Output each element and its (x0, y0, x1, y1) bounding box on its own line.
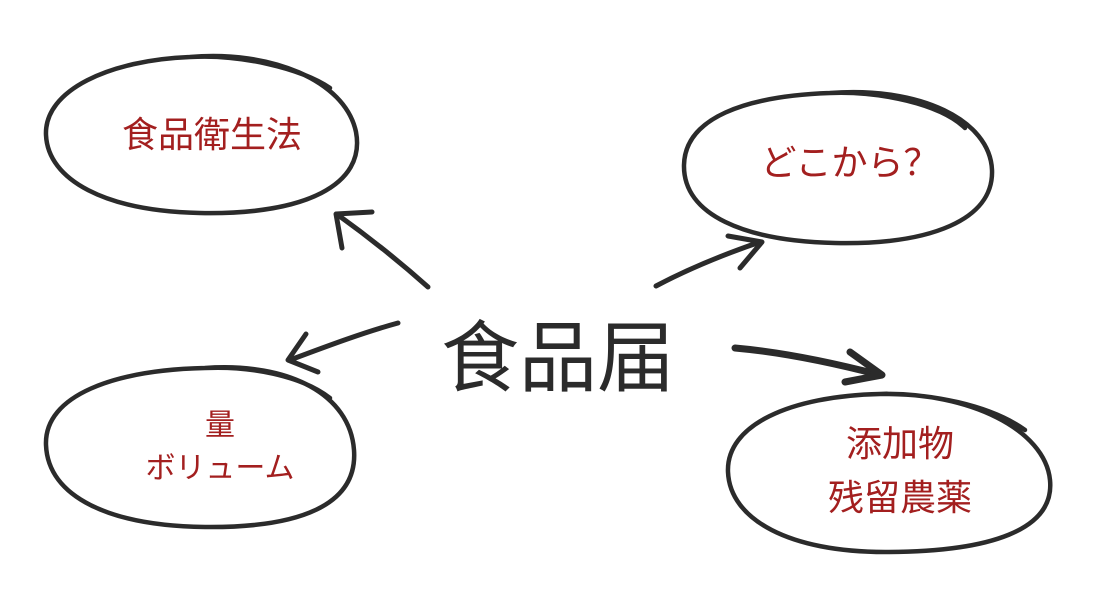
node-additives-label-1: 添加物 (846, 424, 954, 465)
node-food-hygiene-law-outline (43, 53, 360, 216)
node-quantity-outline (43, 365, 357, 530)
node-origin-outline (681, 89, 995, 246)
arrow-to-food-hygiene-law (333, 209, 431, 290)
node-origin: どこから？ (681, 89, 995, 246)
node-origin-label: どこから？ (761, 143, 940, 184)
center-topic-label: 食品届 (441, 314, 675, 404)
node-quantity-label-2: ボリューム (145, 451, 294, 486)
arrow-to-quantity (285, 320, 401, 375)
node-quantity: 量 ボリューム (43, 365, 357, 530)
arrow-to-additives (731, 344, 886, 386)
node-food-hygiene-law-label: 食品衛生法 (122, 115, 302, 156)
node-additives-label-2: 残留農薬 (828, 478, 972, 519)
arrow-to-origin (653, 233, 765, 289)
node-quantity-label-1: 量 (205, 408, 235, 443)
node-additives: 添加物 残留農薬 (725, 391, 1053, 555)
node-food-hygiene-law: 食品衛生法 (43, 53, 360, 216)
node-additives-outline (725, 391, 1053, 555)
